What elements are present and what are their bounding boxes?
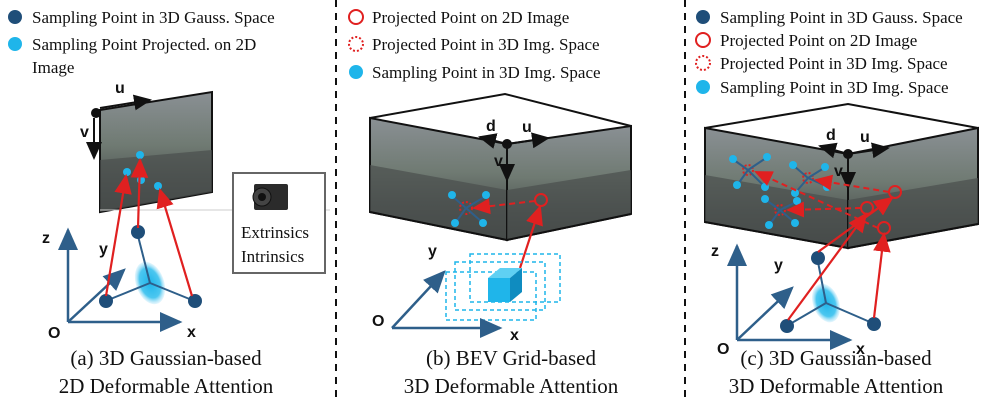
cyan-dot-icon xyxy=(8,37,22,51)
legend-b-3: Sampling Point in 3D Img. Space xyxy=(372,63,601,82)
axis-origin-label: O xyxy=(48,325,60,342)
panel-b-sampling xyxy=(448,191,548,269)
panel-b-legend: Projected Point on 2D Image Projected Po… xyxy=(348,8,601,82)
panel-c-axes: z y x O xyxy=(711,243,865,358)
panel-c-projection xyxy=(787,196,894,321)
legend-b-1: Projected Point on 2D Image xyxy=(372,8,569,27)
cyan-dot-icon xyxy=(696,80,710,94)
axis-x-label: x xyxy=(856,341,865,358)
red-ring-icon xyxy=(695,32,711,48)
legend-a-2: Sampling Point Projected. on 2D xyxy=(32,35,256,54)
d-arrow xyxy=(818,142,849,159)
axis-origin-label: O xyxy=(372,313,384,330)
panel-c-legend: Sampling Point in 3D Gauss. Space Projec… xyxy=(695,8,963,97)
label-u: u xyxy=(522,119,532,136)
red-dashed-ring-icon xyxy=(695,55,711,71)
label-u: u xyxy=(860,129,870,146)
axis-x-label: x xyxy=(510,327,519,344)
caption-b-line2: 3D Deformable Attention xyxy=(404,374,619,398)
panel-a: Sampling Point in 3D Gauss. Space Sampli… xyxy=(8,8,330,398)
dark-blue-dot-icon xyxy=(8,10,22,24)
label-v: v xyxy=(80,124,89,141)
u-arrow xyxy=(99,94,152,111)
panel-a-axes: z y x O xyxy=(42,227,196,342)
u-arrow xyxy=(506,132,550,149)
label-v: v xyxy=(834,163,843,180)
camera-intrinsics: Intrinsics xyxy=(241,247,304,266)
red-ring-icon xyxy=(348,9,364,25)
u-arrow xyxy=(847,142,890,159)
axis-y-label: y xyxy=(99,241,108,258)
bev-grid xyxy=(445,253,561,321)
caption-b-line1: (b) BEV Grid-based xyxy=(426,346,596,370)
label-d: d xyxy=(486,118,496,135)
axis-x-label: x xyxy=(187,324,196,341)
panel-b: Projected Point on 2D Image Projected Po… xyxy=(348,8,632,398)
legend-b-2: Projected Point in 3D Img. Space xyxy=(372,35,600,54)
legend-a-3: Image xyxy=(32,58,74,77)
axis-y-label: y xyxy=(774,257,783,274)
panel-c: Sampling Point in 3D Gauss. Space Projec… xyxy=(695,8,979,398)
panel-c-sampling-3d xyxy=(780,251,881,333)
origin-dot-icon xyxy=(91,108,101,118)
legend-c-1: Sampling Point in 3D Gauss. Space xyxy=(720,8,963,27)
axis-y-label: y xyxy=(428,243,437,260)
legend-c-2: Projected Point on 2D Image xyxy=(720,31,917,50)
legend-c-3: Projected Point in 3D Img. Space xyxy=(720,54,948,73)
sampling-points-3d xyxy=(99,225,202,308)
axis-z-label: z xyxy=(42,230,50,247)
caption-c-line2: 3D Deformable Attention xyxy=(729,374,944,398)
legend-c-4: Sampling Point in 3D Img. Space xyxy=(720,78,949,97)
axis-origin-label: O xyxy=(717,341,729,358)
camera-box: Extrinsics Intrinsics xyxy=(232,172,326,274)
label-u: u xyxy=(115,80,125,97)
caption-a-line2: 2D Deformable Attention xyxy=(59,374,274,398)
panel-c-image-box xyxy=(704,102,979,250)
label-d: d xyxy=(826,127,836,144)
camera-extrinsics: Extrinsics xyxy=(241,223,309,242)
projection-arrows xyxy=(104,157,194,297)
axis-z-label: z xyxy=(711,243,719,260)
panel-a-legend: Sampling Point in 3D Gauss. Space Sampli… xyxy=(8,8,275,77)
panel-b-axes: x y O xyxy=(372,243,519,344)
label-v: v xyxy=(494,153,503,170)
caption-c-line1: (c) 3D Gaussian-based xyxy=(740,346,932,370)
d-arrow xyxy=(478,133,508,149)
legend-a-1: Sampling Point in 3D Gauss. Space xyxy=(32,8,275,27)
red-dashed-ring-icon xyxy=(348,36,364,52)
cyan-dot-icon xyxy=(349,65,363,79)
caption-a-line1: (a) 3D Gaussian-based xyxy=(70,346,262,370)
dark-blue-dot-icon xyxy=(696,10,710,24)
